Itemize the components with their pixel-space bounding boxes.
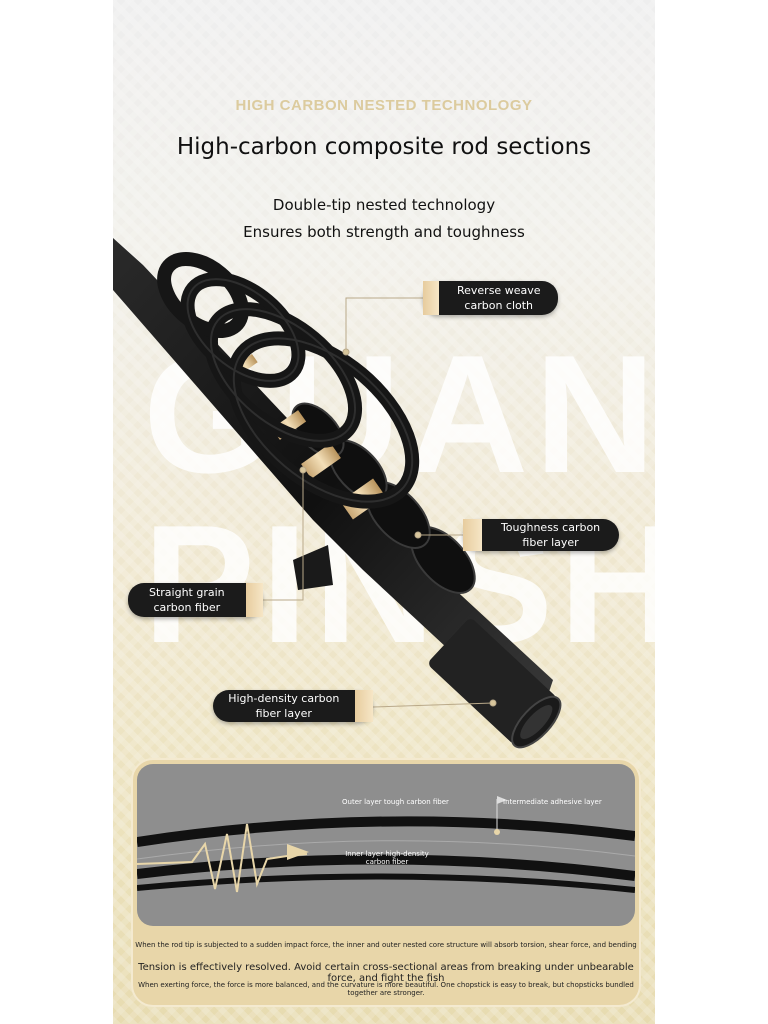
subtitle-line1: Double-tip nested technology: [272, 196, 496, 214]
callout-reverse-weave: Reverse weave carbon cloth: [423, 281, 558, 315]
callout-tab: [354, 690, 373, 722]
page-title: High-carbon composite rod sections: [176, 134, 592, 160]
callout-toughness-layer: Toughness carbon fiber layer: [463, 519, 619, 551]
layer-diagram: [137, 796, 635, 893]
callout-toughness-label: Toughness carbon fiber layer: [500, 521, 601, 549]
callout-high-density: High-density carbon fiber layer: [213, 690, 373, 722]
callout-high-density-label: High-density carbon fiber layer: [228, 692, 340, 720]
intermediate-layer-label: Intermediate adhesive layer: [503, 798, 602, 806]
rod-illustration: [113, 238, 562, 749]
outer-layer-label: Outer layer tough carbon fiber: [342, 798, 449, 806]
subtitle-line2: Ensures both strength and toughness: [243, 223, 525, 241]
callout-tab: [423, 281, 440, 315]
callout-straight-grain: Straight grain carbon fiber: [128, 583, 263, 617]
callout-tab: [245, 583, 263, 617]
callout-reverse-weave-label: Reverse weave carbon cloth: [456, 284, 541, 312]
cross-section-diagram: Outer layer tough carbon fiber Intermedi…: [137, 764, 635, 926]
product-panel: GUAN PINSHE HIGH CARBON NESTED TECHNOLOG…: [113, 0, 655, 1024]
callout-tab: [463, 519, 483, 551]
eyebrow-heading: HIGH CARBON NESTED TECHNOLOGY: [235, 97, 533, 114]
inner-layer-label: Inner layer high-density carbon fiber: [345, 850, 429, 866]
note-line2: Tension is effectively resolved. Avoid c…: [138, 962, 634, 984]
leader-lines: [263, 297, 497, 708]
note-line1: When the rod tip is subjected to a sudde…: [135, 941, 637, 949]
callout-straight-grain-label: Straight grain carbon fiber: [148, 586, 225, 614]
rod-body: [113, 238, 562, 749]
structure-card: Outer layer tough carbon fiber Intermedi…: [131, 758, 641, 1007]
note-line3: When exerting force, the force is more b…: [138, 981, 634, 997]
